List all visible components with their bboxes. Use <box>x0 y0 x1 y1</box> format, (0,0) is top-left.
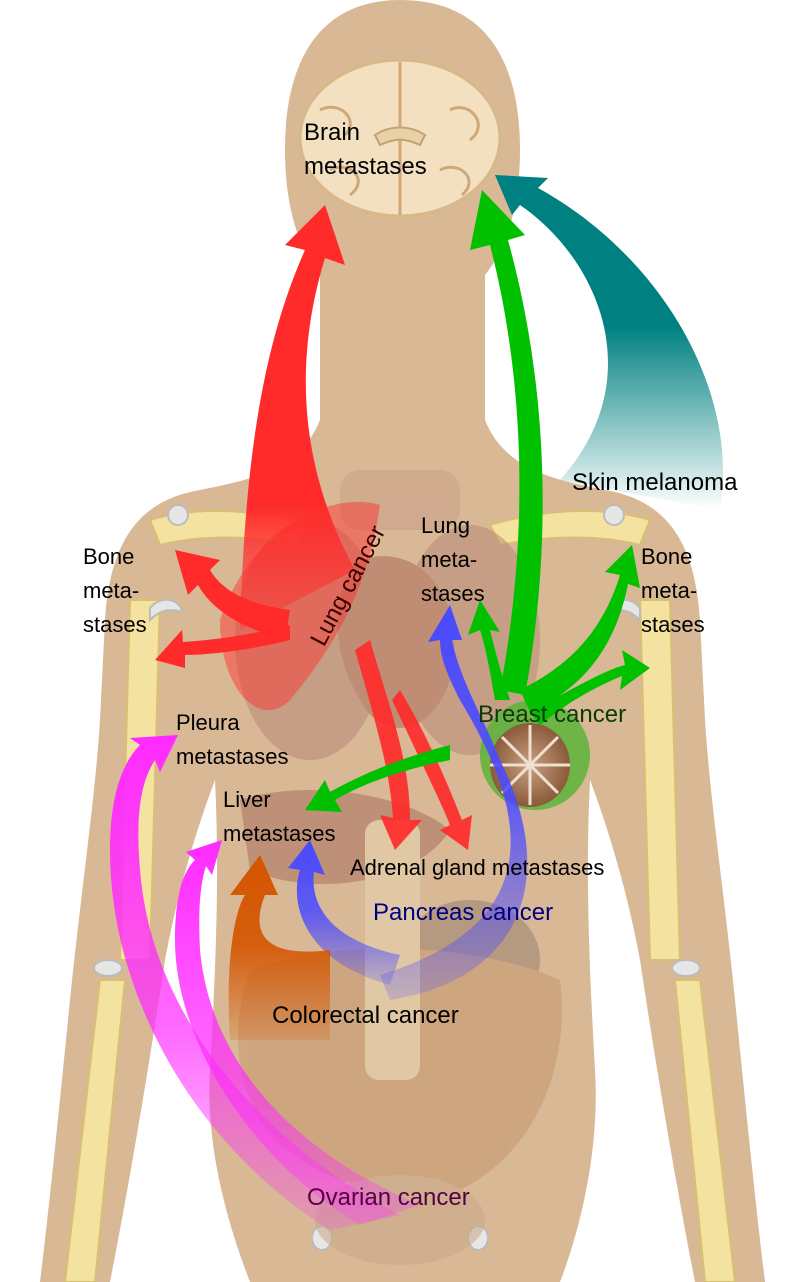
colorectal-cancer-arrow <box>228 855 330 1040</box>
breast-cancer-arrows <box>305 190 650 812</box>
label-breast-cancer: Breast cancer <box>478 701 627 728</box>
lung-to-bone-arrows <box>155 550 290 668</box>
label-pancreas-cancer: Pancreas cancer <box>373 899 554 926</box>
label-brain-metastases: Brain metastases <box>304 119 427 180</box>
lung-to-liver-arrows <box>355 640 472 850</box>
skin-melanoma-arrow <box>495 175 724 510</box>
label-liver-metastases: Liver metastases <box>223 787 336 846</box>
label-skin-melanoma: Skin melanoma <box>572 469 738 496</box>
lung-cancer-arrows <box>240 205 355 630</box>
label-adrenal-gland-metastases: Adrenal gland metastases <box>350 855 605 880</box>
label-colorectal-cancer: Colorectal cancer <box>272 1002 459 1029</box>
label-pleura-metastases: Pleura metastases <box>176 710 289 769</box>
ovarian-cancer-arrows <box>110 735 420 1230</box>
label-bone-metastases-right: Bone meta- stases <box>641 544 705 637</box>
label-bone-metastases-left: Bone meta- stases <box>83 544 147 637</box>
brain <box>298 58 502 218</box>
label-lung-metastases: Lung meta- stases <box>421 513 485 606</box>
pancreas-cancer-arrows <box>288 605 528 1000</box>
label-ovarian-cancer: Ovarian cancer <box>307 1184 470 1211</box>
